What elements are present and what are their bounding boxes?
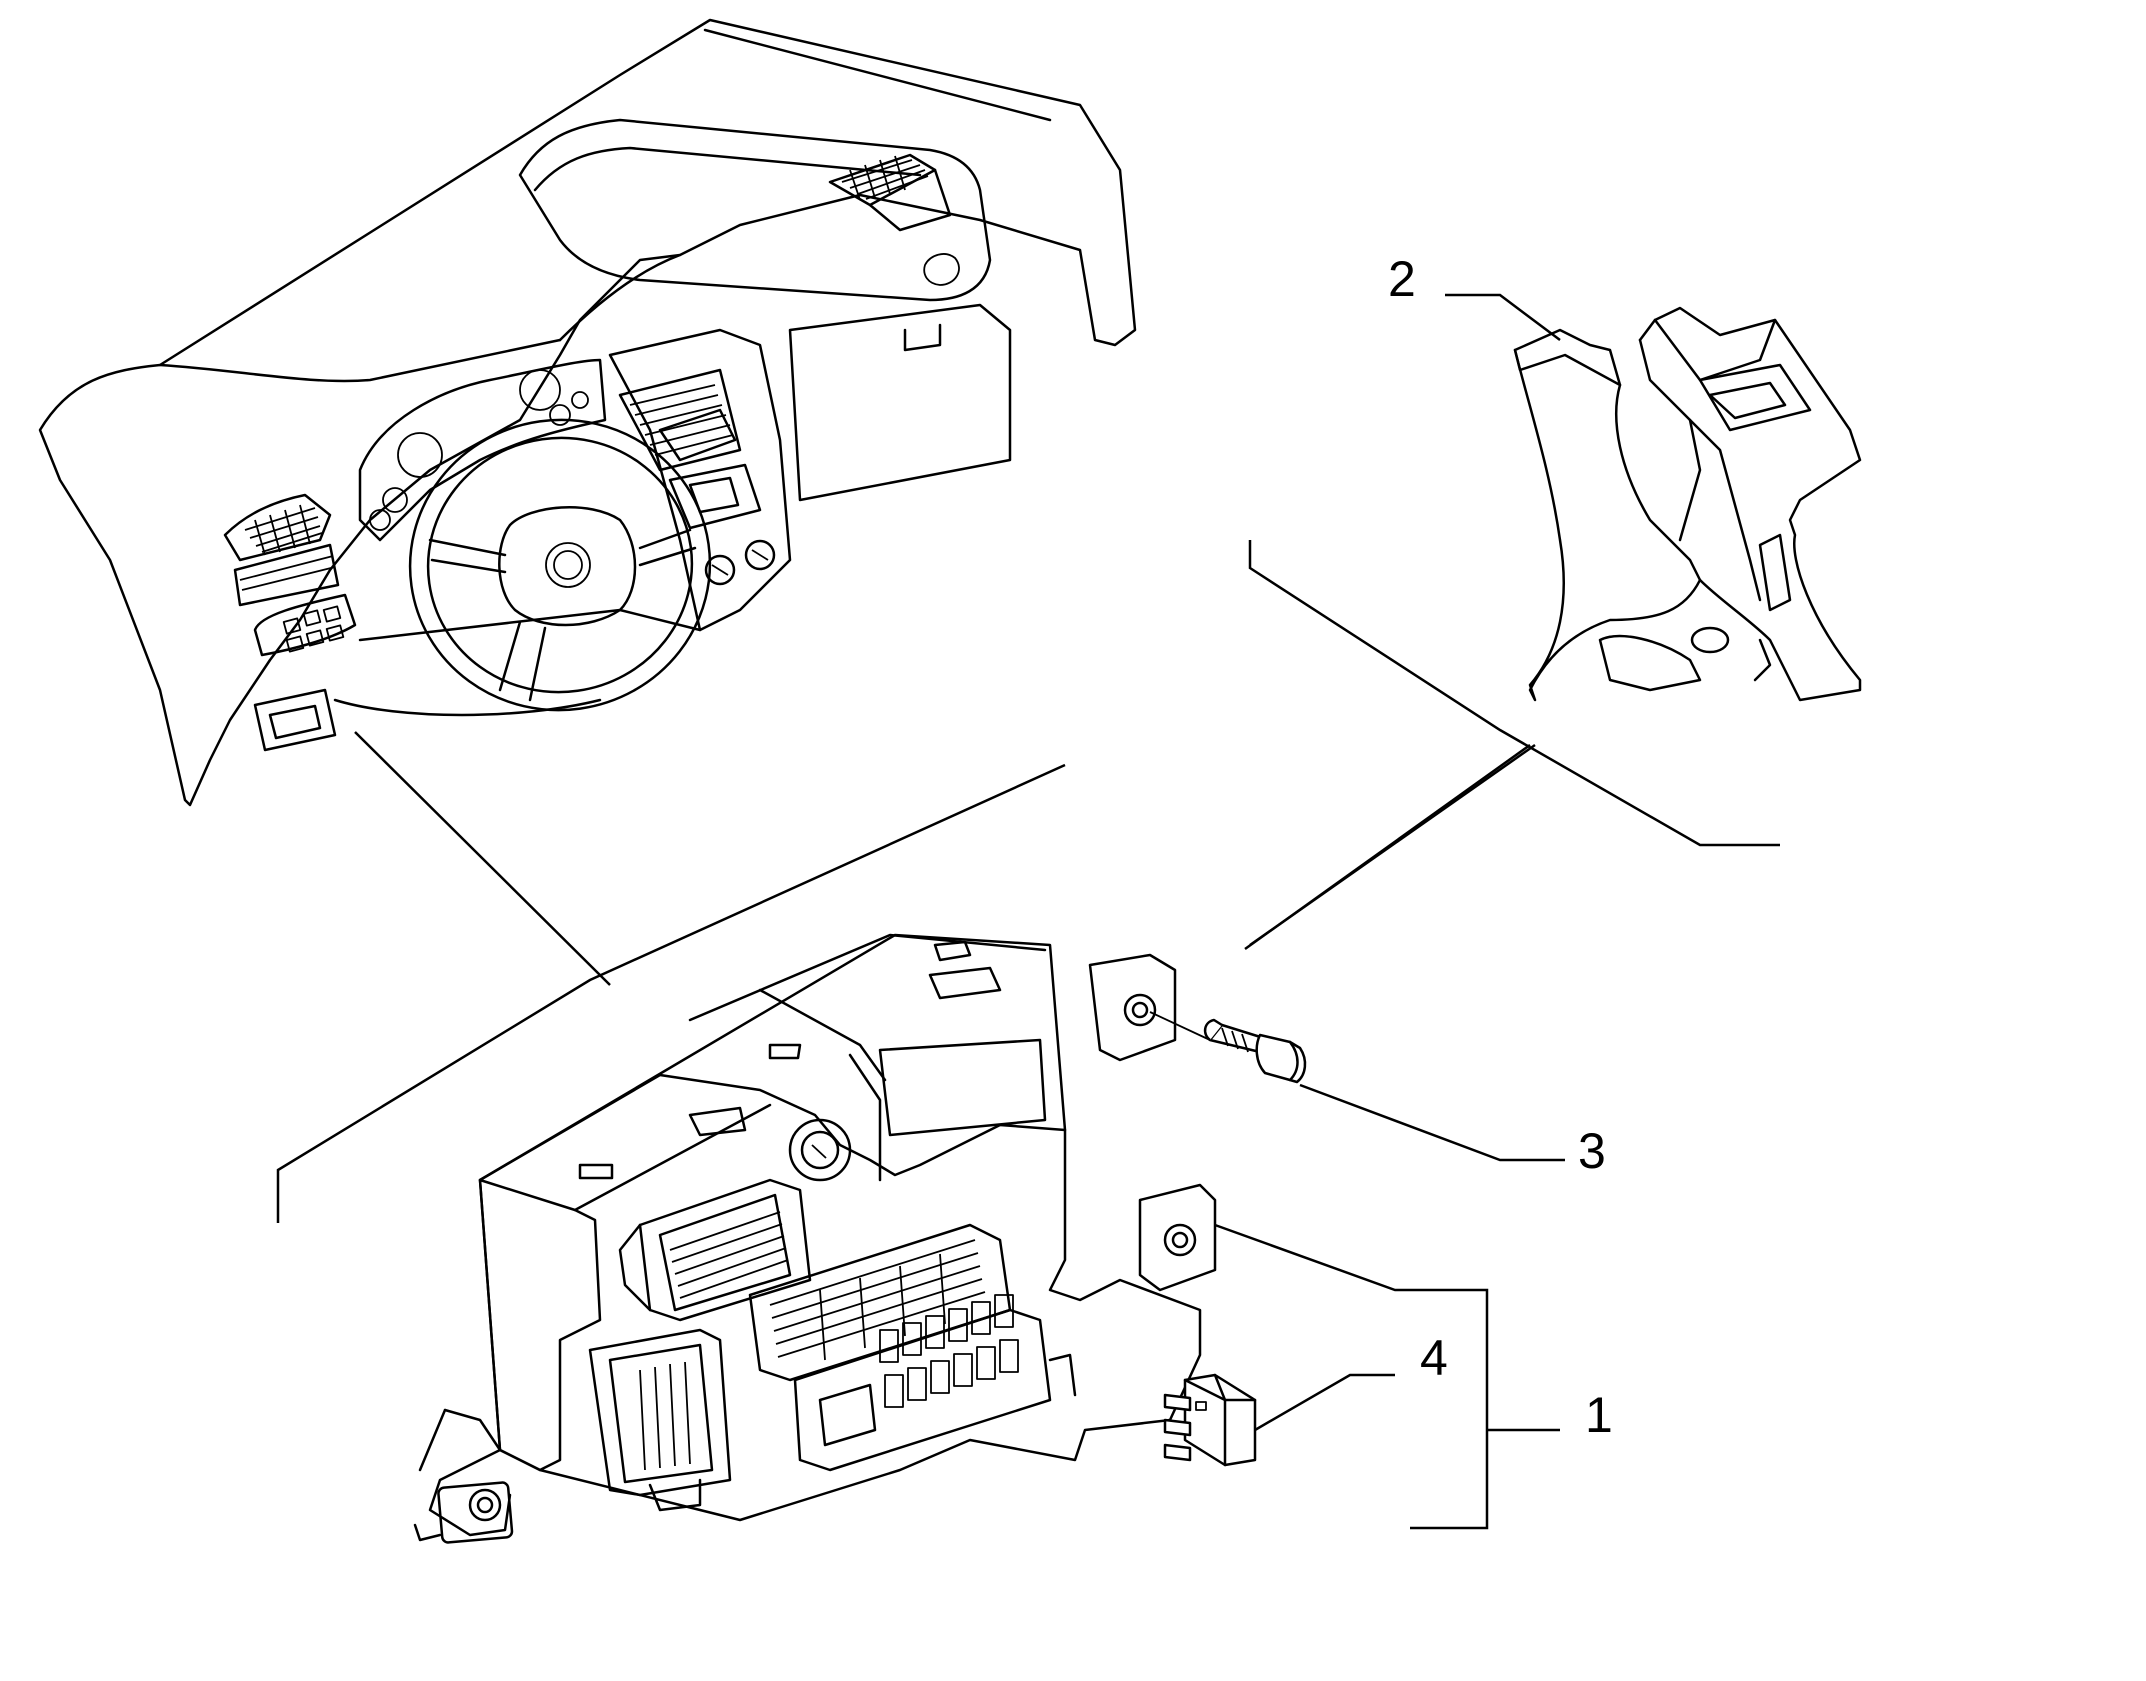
callout-number-2: 2 (1388, 251, 1416, 307)
callout-number-4: 4 (1420, 1330, 1448, 1386)
part-1-body-computer-fuse-box (413, 933, 1217, 1544)
part-4-relay (1163, 1373, 1257, 1467)
dashboard-illustration (38, 18, 1137, 807)
part-2-steering-column-shroud (1513, 306, 1862, 702)
callout-number-3: 3 (1578, 1123, 1606, 1179)
part-3-bolt (1149, 1011, 1307, 1084)
callout-number-1: 1 (1585, 1387, 1613, 1443)
leader-lines (276, 293, 1780, 1530)
fuse-slots (879, 1294, 1019, 1408)
